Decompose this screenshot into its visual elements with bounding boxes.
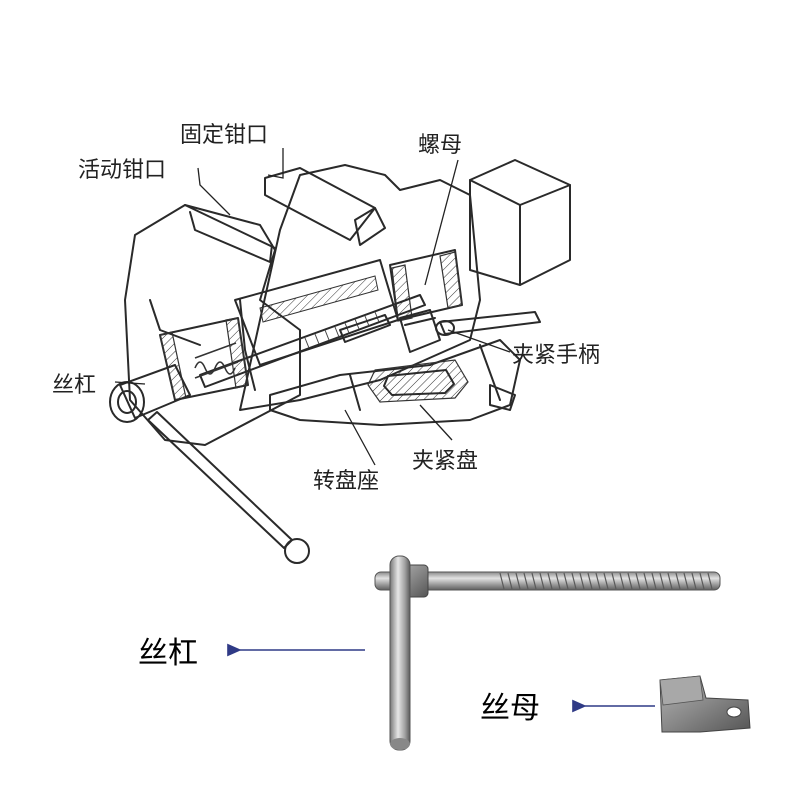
screw-threads <box>499 572 713 590</box>
label-swivel-base: 转盘座 <box>313 469 379 494</box>
clamp-handle-shape <box>439 311 541 335</box>
label-clamp-disc: 夹紧盘 <box>412 449 478 474</box>
lead-screw-photo <box>374 555 721 751</box>
label-nut: 螺母 <box>418 133 462 158</box>
vise-rear-block <box>469 159 571 286</box>
label-fixed-jaw: 固定钳口 <box>180 123 268 148</box>
lead-screw-handle <box>147 411 293 549</box>
label-photo-lead-screw: 丝杠 <box>138 636 198 671</box>
vise-drawing <box>109 159 571 564</box>
screw-shaft <box>199 294 426 388</box>
label-photo-nut: 丝母 <box>480 691 540 726</box>
label-movable-jaw: 活动钳口 <box>78 158 166 183</box>
fixed-jaw-housing <box>239 164 481 411</box>
slide-beam <box>234 259 399 366</box>
label-lead-screw-top: 丝杠 <box>52 373 96 398</box>
leader-lines <box>114 148 511 466</box>
nut-photo <box>659 675 751 733</box>
lead-screw-collar <box>119 364 191 419</box>
fixed-jaw-plate <box>264 167 376 241</box>
label-clamp-handle: 夹紧手柄 <box>512 343 600 368</box>
movable-jaw-body <box>124 204 301 446</box>
